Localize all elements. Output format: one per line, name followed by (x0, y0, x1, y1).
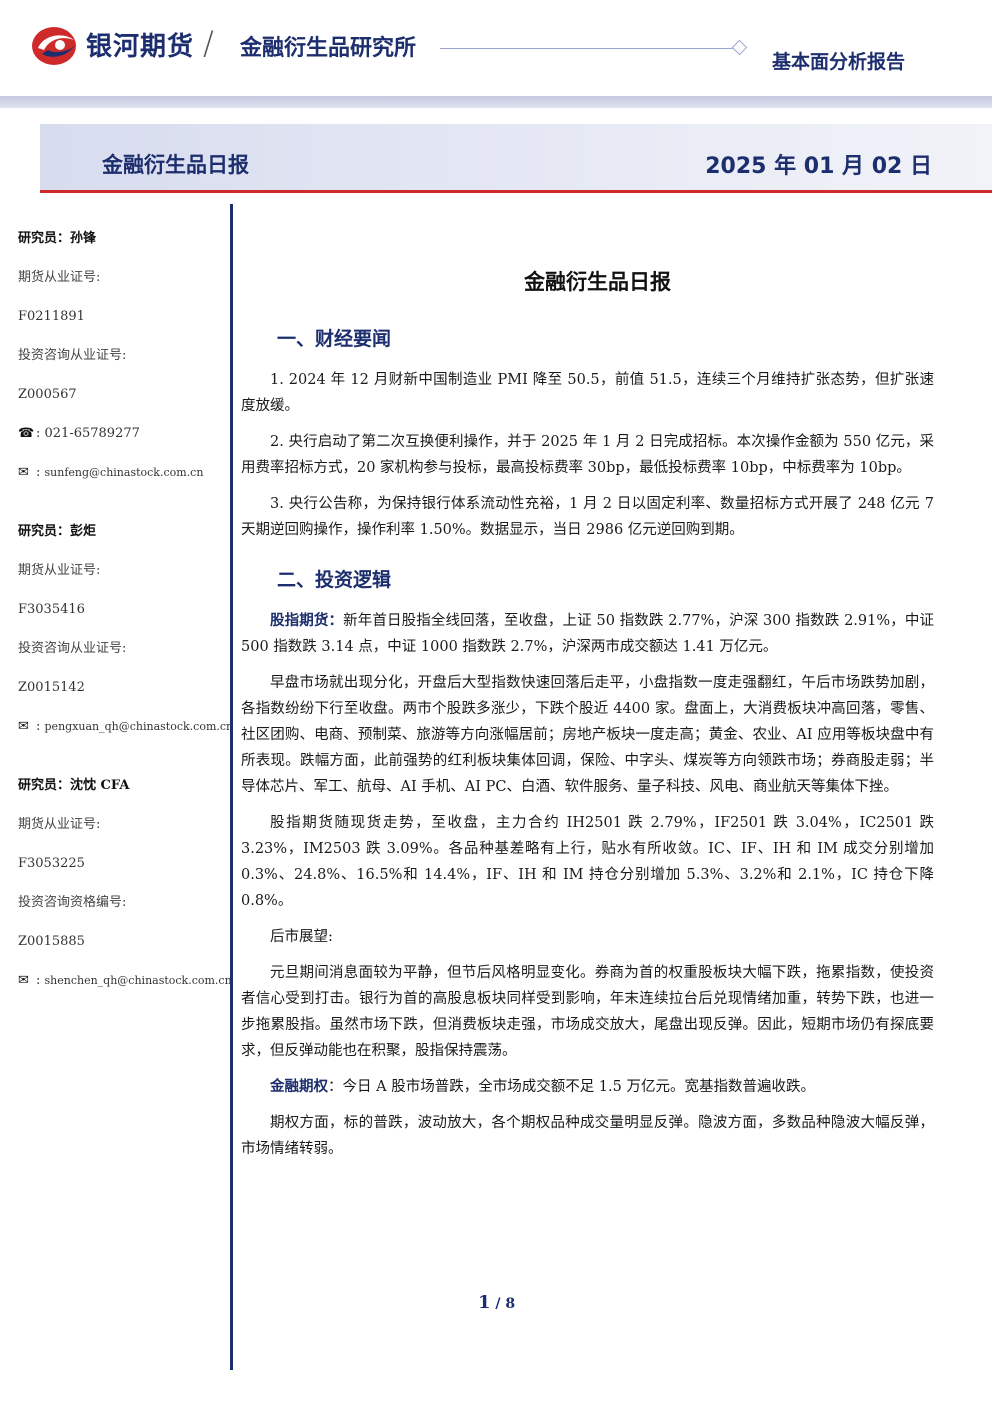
news-item: 1. 2024 年 12 月财新中国制造业 PMI 降至 50.5，前值 51.… (241, 372, 934, 414)
consult-label: 投资咨询从业证号: (18, 641, 127, 656)
financial-options-summary: 金融期权：今日 A 股市场普跌，全市场成交额不足 1.5 万亿元。宽基指数普遍收… (241, 1074, 934, 1100)
header-diamond-icon (731, 39, 748, 56)
email-icon: ✉ (18, 973, 29, 988)
futures-detail: 股指期货随现货走势，至收盘，主力合约 IH2501 跌 2.79%，IF2501… (241, 815, 934, 909)
page-total: 8 (505, 1296, 516, 1312)
researcher-card: 研究员：沈忱 CFA 期货从业证号: F3053225 投资咨询资格编号: Z0… (18, 775, 232, 1009)
researcher-sidebar: 研究员：孙锋 期货从业证号: F0211891 投资咨询从业证号: Z00056… (18, 228, 233, 1029)
header-divider-slash: / (203, 24, 214, 62)
researcher-name: 研究员：彭炬 (18, 524, 97, 539)
report-type: 基本面分析报告 (772, 51, 906, 73)
consult-number: Z0015885 (18, 934, 85, 949)
report-body: 金融衍生品日报 一、财经要闻 1. 2024 年 12 月财新中国制造业 PMI… (241, 262, 934, 1172)
phone-row: ☎: 021-65789277 (18, 423, 228, 462)
options-detail: 期权方面，标的普跌，波动放大，各个期权品种成交量明显反弹。隐波方面，多数品种隐波… (241, 1115, 934, 1157)
consult-number: Z000567 (18, 387, 77, 402)
document-title: 金融衍生品日报 (524, 270, 671, 294)
cert-number: F0211891 (18, 309, 85, 324)
banner-title: 金融衍生品日报 (102, 153, 249, 177)
phone-number: 021-65789277 (44, 426, 140, 441)
researcher-name: 研究员：孙锋 (18, 231, 97, 246)
email-link[interactable]: sunfeng@chinastock.com.cn (44, 466, 204, 479)
researcher-card: 研究员：孙锋 期货从业证号: F0211891 投资咨询从业证号: Z00056… (18, 228, 228, 501)
header-decorative-line (440, 48, 734, 49)
sidebar-divider (230, 204, 233, 1370)
section-heading-news: 一、财经要闻 (277, 328, 392, 350)
email-row[interactable]: ✉: pengxuan_qh@chinastock.com.cn (18, 716, 233, 755)
options-label: 金融期权 (270, 1078, 328, 1095)
news-item: 2. 央行启动了第二次互换便利操作，并于 2025 年 1 月 2 日完成招标。… (241, 434, 934, 476)
consult-label: 投资咨询从业证号: (18, 348, 127, 363)
outlook-label: 后市展望: (270, 929, 333, 945)
header-band (0, 96, 992, 108)
email-link[interactable]: pengxuan_qh@chinastock.com.cn (44, 720, 234, 733)
outlook-text: 元旦期间消息面较为平静，但节后风格明显变化。券商为首的权重股板块大幅下跌，拖累指… (241, 965, 934, 1059)
researcher-card: 研究员：彭炬 期货从业证号: F3035416 投资咨询从业证号: Z00151… (18, 521, 233, 755)
page-current: 1 (478, 1292, 491, 1313)
phone-icon: ☎ (18, 426, 35, 441)
news-item: 3. 央行公告称，为保持银行体系流动性充裕，1 月 2 日以固定利率、数量招标方… (241, 496, 934, 538)
company-name: 银河期货 (86, 32, 195, 62)
title-banner (40, 124, 992, 190)
cert-label: 期货从业证号: (18, 563, 101, 578)
email-row[interactable]: ✉: sunfeng@chinastock.com.cn (18, 462, 228, 501)
title-banner-underline (40, 190, 992, 193)
company-logo (30, 24, 80, 72)
galaxy-logo-icon (32, 27, 76, 65)
options-text: 今日 A 股市场普跌，全市场成交额不足 1.5 万亿元。宽基指数普遍收跌。 (342, 1079, 815, 1095)
department-name: 金融衍生品研究所 (240, 36, 417, 61)
consult-number: Z0015142 (18, 680, 85, 695)
stock-futures-label: 股指期货： (270, 612, 344, 629)
banner-date: 2025 年 01 月 02 日 (705, 154, 932, 179)
cert-label: 期货从业证号: (18, 270, 101, 285)
options-colon: ： (328, 1079, 343, 1095)
email-icon: ✉ (18, 465, 29, 480)
researcher-name: 研究员：沈忱 CFA (18, 778, 130, 793)
page-number: 1 / 8 (478, 1292, 515, 1313)
stock-index-futures-summary: 股指期货：新年首日股指全线回落，至收盘，上证 50 指数跌 2.77%，沪深 3… (241, 608, 934, 660)
page-separator: / (490, 1296, 506, 1312)
section-heading-logic: 二、投资逻辑 (277, 569, 392, 591)
email-row[interactable]: ✉: shenchen_qh@chinastock.com.cn (18, 970, 232, 1009)
market-detail: 早盘市场就出现分化，开盘后大型指数快速回落后走平，小盘指数一度走强翻红，午后市场… (241, 675, 934, 795)
email-icon: ✉ (18, 719, 29, 734)
consult-label: 投资咨询资格编号: (18, 895, 127, 910)
stock-futures-text: 新年首日股指全线回落，至收盘，上证 50 指数跌 2.77%，沪深 300 指数… (241, 613, 935, 655)
cert-number: F3053225 (18, 856, 85, 871)
email-link[interactable]: shenchen_qh@chinastock.com.cn (44, 974, 232, 987)
cert-number: F3035416 (18, 602, 85, 617)
cert-label: 期货从业证号: (18, 817, 101, 832)
